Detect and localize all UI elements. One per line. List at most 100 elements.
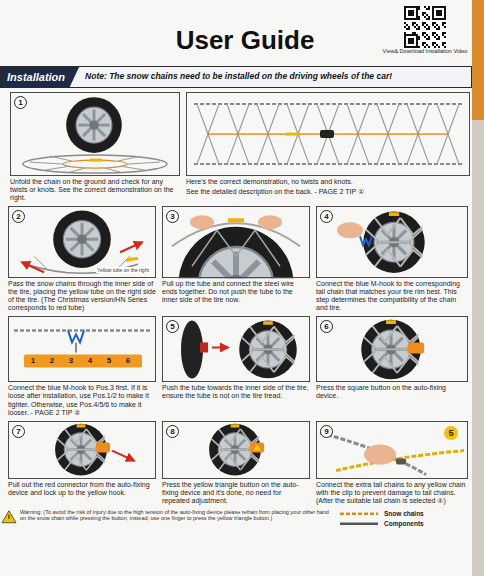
position-number: 3 bbox=[65, 355, 77, 367]
step-illustration-part bbox=[112, 451, 134, 461]
chain-demonstration-part-part bbox=[227, 104, 238, 164]
step-illustration-part bbox=[96, 443, 110, 453]
step-illustration-part bbox=[242, 323, 295, 372]
qr-code-part bbox=[406, 28, 408, 30]
note-text: Note: The snow chains need to be install… bbox=[79, 67, 396, 87]
qr-code-part bbox=[406, 24, 408, 26]
step-caption: Pull up the tube and connect the steel w… bbox=[162, 280, 310, 304]
qr-code-part bbox=[444, 32, 446, 34]
qr-code-part bbox=[424, 26, 426, 28]
qr-code-part bbox=[438, 38, 440, 40]
chain-demonstration-part-part bbox=[407, 104, 418, 164]
chain-demonstration-part-part bbox=[358, 133, 388, 134]
qr-code-part bbox=[404, 12, 406, 14]
qr-code-part bbox=[404, 36, 406, 38]
step-illustration-part bbox=[30, 156, 160, 172]
qr-code-part bbox=[444, 46, 446, 48]
step-illustration-part bbox=[250, 443, 264, 453]
chain-demonstration-part-part bbox=[286, 133, 300, 136]
step-number: 6 bbox=[320, 320, 333, 333]
chain-demonstration-part-part bbox=[448, 104, 459, 164]
qr-code-part bbox=[408, 6, 410, 8]
qr-code-part bbox=[444, 8, 446, 10]
qr-code-part bbox=[406, 6, 408, 8]
step-panel: 2Pass the snow chains through the inner … bbox=[8, 206, 156, 312]
qr-code-part bbox=[416, 14, 418, 16]
qr-code-part bbox=[416, 46, 418, 48]
qr-code-part bbox=[436, 34, 438, 36]
qr-code-part bbox=[404, 22, 406, 24]
qr-code-part bbox=[416, 36, 418, 38]
qr-code-part bbox=[444, 16, 446, 18]
qr-code-part bbox=[428, 28, 430, 30]
panel-frame: 5 bbox=[162, 316, 310, 382]
step-number: 7 bbox=[12, 425, 25, 438]
qr-code-part bbox=[408, 12, 410, 14]
qr-code-part bbox=[414, 26, 416, 28]
qr-code-part bbox=[440, 10, 442, 12]
section-tab: Installation bbox=[1, 67, 79, 87]
step-illustration bbox=[22, 210, 142, 273]
qr-code-part bbox=[426, 8, 428, 10]
qr-code-part bbox=[424, 6, 426, 8]
qr-code-part bbox=[412, 18, 414, 20]
footer-art-part bbox=[2, 511, 16, 523]
m-hook-illustration-part bbox=[14, 330, 150, 331]
qr-code-part bbox=[426, 28, 428, 30]
qr-code-part bbox=[408, 10, 410, 12]
qr-code-part bbox=[432, 8, 434, 10]
qr-code-part bbox=[404, 14, 406, 16]
step-illustration-part bbox=[66, 97, 122, 153]
qr-code-part bbox=[422, 24, 424, 26]
qr-code-part bbox=[428, 36, 430, 38]
step-panel: Here's the correct demonstration, no twi… bbox=[186, 92, 470, 196]
step-illustration-part bbox=[320, 433, 426, 475]
qr-code-part bbox=[438, 6, 440, 8]
position-number: 5 bbox=[103, 355, 115, 367]
qr-code-part bbox=[404, 38, 406, 40]
qr-code-part bbox=[434, 36, 436, 38]
qr-code-part bbox=[403, 5, 447, 49]
qr-code-part bbox=[432, 24, 434, 26]
part-name: Snow chains bbox=[384, 510, 424, 518]
step-illustration bbox=[361, 320, 424, 380]
qr-caption: View& Download Installation Video bbox=[378, 48, 472, 54]
qr-code-part bbox=[410, 14, 412, 16]
qr-code-part bbox=[408, 14, 410, 16]
step-caption: Pass the snow chains through the inner s… bbox=[8, 280, 156, 312]
qr-code-part bbox=[416, 10, 418, 12]
position-number: 6 bbox=[122, 355, 134, 367]
qr-code-part bbox=[408, 28, 410, 30]
qr-code-part bbox=[414, 18, 416, 20]
m-hook-illustration-part bbox=[75, 342, 77, 352]
qr-code-part bbox=[416, 38, 418, 40]
m-hook-illustration bbox=[14, 330, 150, 367]
step-illustration-part bbox=[336, 451, 464, 471]
qr-code-part bbox=[434, 32, 436, 34]
background bbox=[470, 0, 484, 120]
step-illustration-part bbox=[363, 212, 424, 273]
position-number: 2 bbox=[46, 355, 58, 367]
step-illustration-part bbox=[366, 214, 422, 266]
step-number: 9 bbox=[320, 425, 333, 438]
qr-code-part bbox=[404, 16, 406, 18]
qr-code-part bbox=[416, 44, 418, 46]
step-panel: 3Pull up the tube and connect the steel … bbox=[162, 206, 310, 304]
qr-code-part bbox=[438, 18, 440, 20]
qr-code-part bbox=[412, 40, 414, 42]
qr-code-part bbox=[418, 36, 420, 38]
qr-code-part bbox=[432, 42, 434, 44]
step-number: 3 bbox=[166, 210, 179, 223]
chain-demonstration-part bbox=[194, 104, 462, 164]
qr-code-part bbox=[444, 26, 446, 28]
qr-code-part bbox=[422, 32, 424, 34]
qr-code-part bbox=[408, 34, 410, 36]
qr-code-part bbox=[428, 46, 430, 48]
qr-code-part bbox=[412, 46, 414, 48]
chain-demonstration-part-part bbox=[437, 104, 448, 164]
warning-note: Warning: (To avoid the risk of injury du… bbox=[20, 509, 332, 522]
step-illustration-part bbox=[258, 215, 282, 229]
qr-code-part bbox=[406, 18, 408, 20]
qr-code-part bbox=[410, 6, 412, 8]
qr-code-part bbox=[442, 24, 444, 26]
